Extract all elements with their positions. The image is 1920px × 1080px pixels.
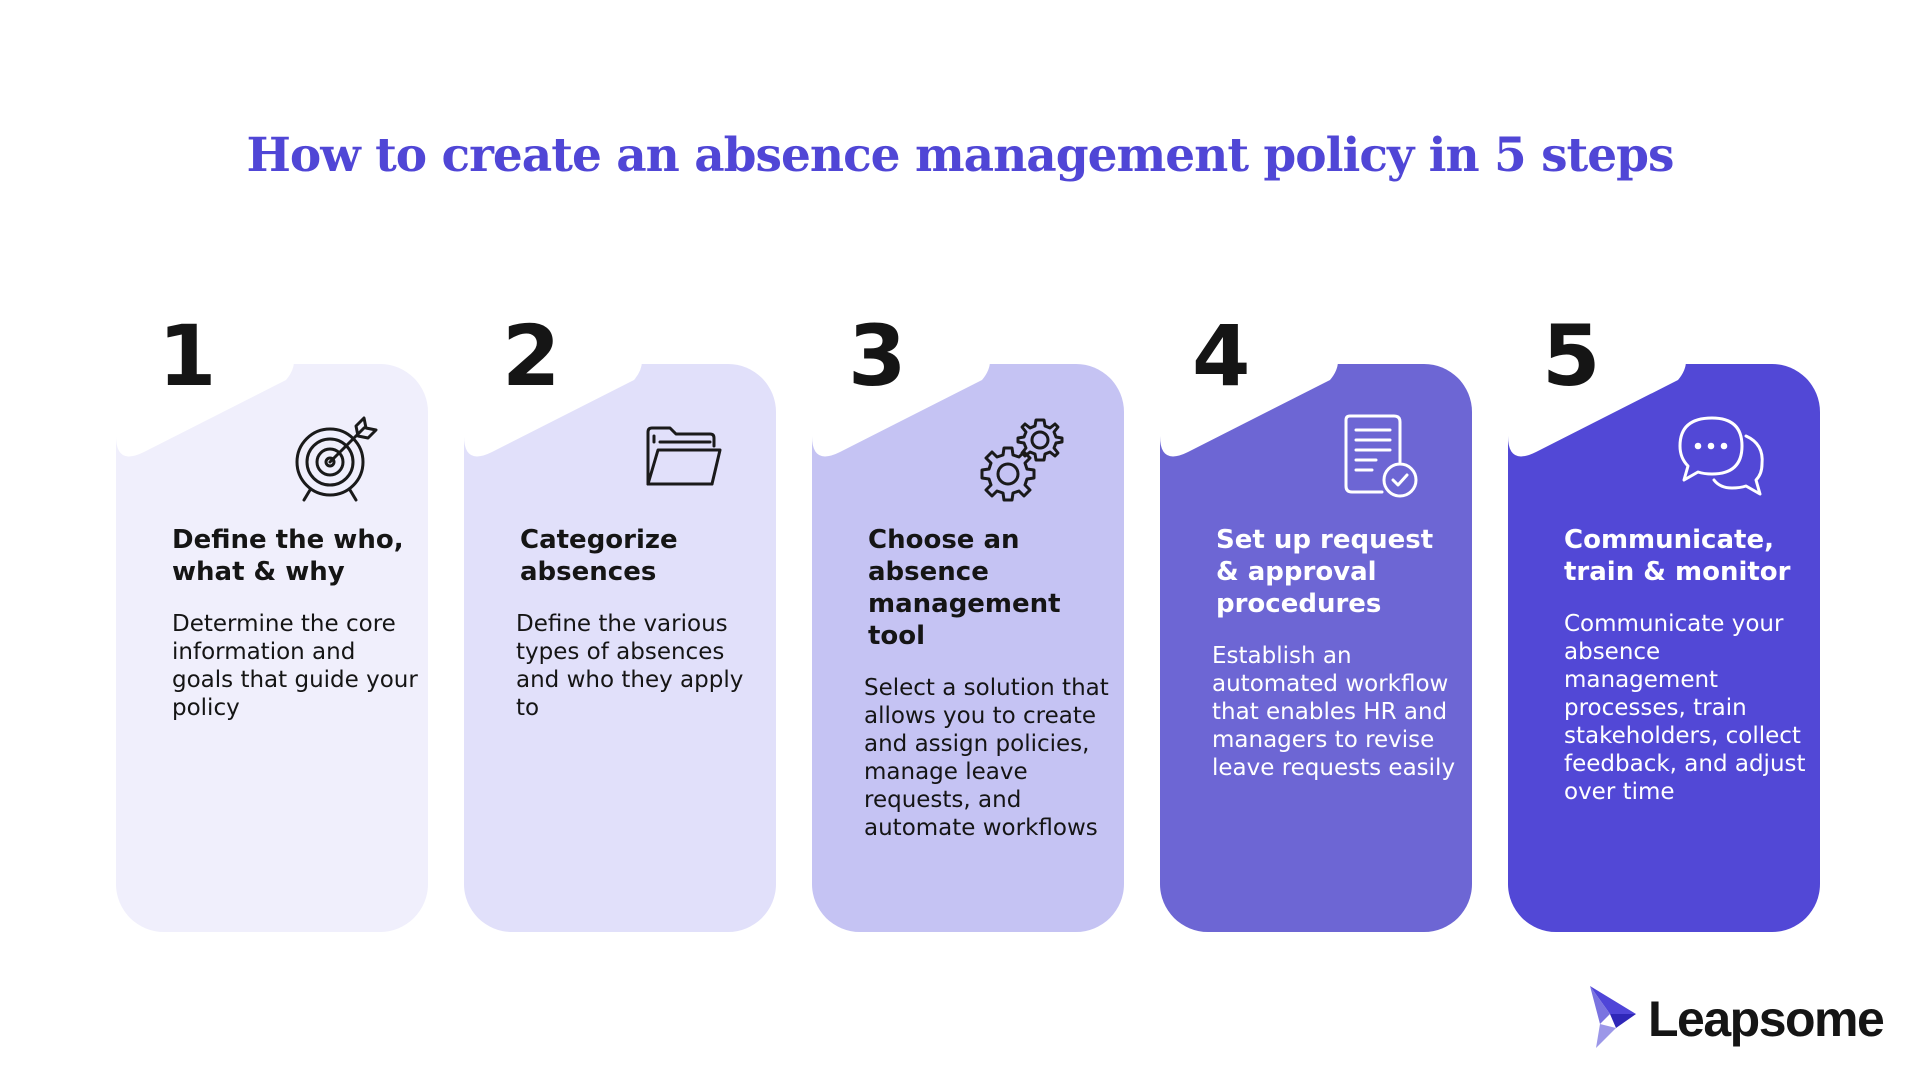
- step-heading: Categorize absences: [520, 525, 678, 587]
- leapsome-bird-icon: [1588, 984, 1640, 1054]
- step-heading: Choose an absence management tool: [868, 525, 1061, 651]
- step-card: [1160, 364, 1472, 932]
- step-description: Define the various types of absences and…: [516, 611, 744, 721]
- step-1: 1 Define the who, what & why Determine t…: [116, 256, 436, 936]
- step-description: Communicate your absence management proc…: [1564, 611, 1806, 805]
- step-card: [116, 364, 428, 932]
- step-arrow-shape: [1160, 265, 1338, 457]
- page-title: How to create an absence management poli…: [246, 128, 1675, 183]
- step-number: 5: [1542, 307, 1601, 405]
- brand-name: Leapsome: [1648, 991, 1885, 1047]
- step-4: 4 Set up request & approval procedures E…: [1160, 256, 1480, 936]
- step-number: 2: [502, 307, 561, 405]
- step-arrow-shape: [1508, 265, 1686, 457]
- chat-bubbles-icon: [1676, 412, 1768, 506]
- step-description: Select a solution that allows you to cre…: [864, 675, 1109, 841]
- step-3: 3 Choose an absence management tool Sele…: [812, 256, 1132, 936]
- step-heading: Define the who, what & why: [172, 525, 404, 587]
- step-arrow-shape: [116, 265, 294, 457]
- step-description: Establish an automated workflow that ena…: [1212, 643, 1456, 781]
- step-heading: Set up request & approval procedures: [1216, 525, 1434, 619]
- document-check-icon: [1342, 412, 1422, 506]
- step-card: [1508, 364, 1820, 932]
- target-icon: [290, 414, 380, 508]
- step-card: [812, 364, 1124, 932]
- brand-logo: Leapsome: [1588, 984, 1885, 1054]
- step-arrow-shape: [464, 265, 642, 457]
- step-number: 4: [1192, 307, 1251, 405]
- step-description: Determine the core information and goals…: [172, 611, 418, 721]
- step-card: [464, 364, 776, 932]
- step-5: 5 Communicate, train & monitor Communica…: [1508, 256, 1828, 936]
- step-2: 2 Categorize absences Define the various…: [464, 256, 784, 936]
- step-number: 3: [848, 307, 907, 405]
- folder-icon: [644, 424, 724, 498]
- step-arrow-shape: [812, 265, 990, 457]
- step-number: 1: [158, 307, 217, 405]
- gears-icon: [978, 414, 1070, 510]
- step-heading: Communicate, train & monitor: [1564, 525, 1791, 587]
